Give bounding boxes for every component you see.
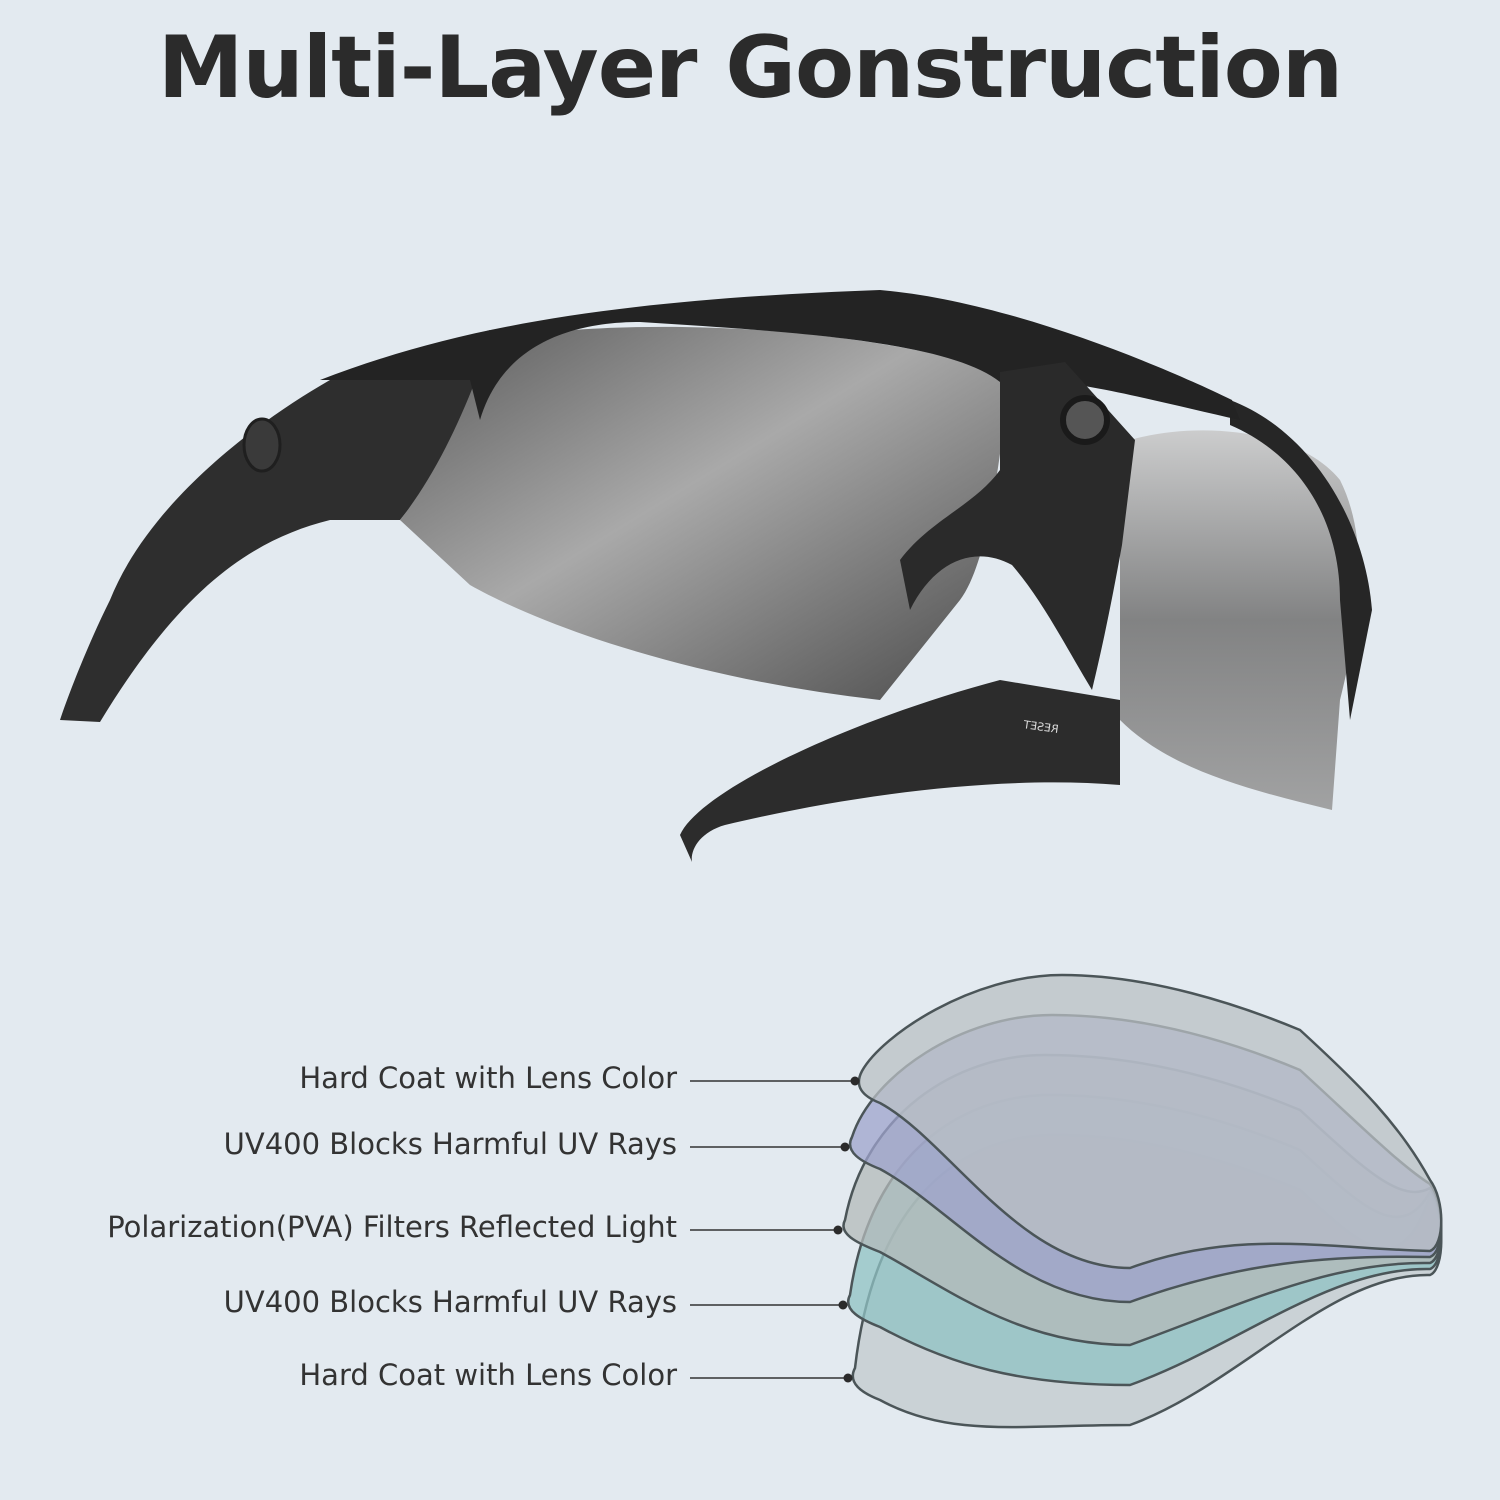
- nose-bridge: [900, 362, 1135, 690]
- reset-marking: RESET: [1022, 718, 1059, 736]
- left-lens: [400, 326, 1010, 700]
- right-frame: [1230, 400, 1372, 720]
- lens-layer-1: [857, 973, 1443, 1270]
- page-title: Multi-Layer Gonstruction: [157, 18, 1343, 118]
- layer-label: Polarization(PVA) Filters Reflected Ligh…: [107, 1210, 677, 1244]
- leader-lines: [690, 1076, 860, 1383]
- leader-dot: [843, 1373, 853, 1383]
- sunglasses-camera-image: RESET: [60, 290, 1372, 862]
- leader-dot: [838, 1300, 848, 1310]
- brow-bar: [320, 290, 1240, 420]
- layer-label: Hard Coat with Lens Color: [299, 1061, 677, 1095]
- leader-dot: [833, 1225, 843, 1235]
- camera-lens-icon: [1060, 395, 1110, 445]
- layer-label: UV400 Blocks Harmful UV Rays: [223, 1127, 677, 1161]
- lens-layer-stack: [842, 973, 1443, 1429]
- right-temple-arm: [680, 680, 1120, 862]
- leader-dot: [840, 1142, 850, 1152]
- left-temple-arm: [60, 330, 490, 722]
- leader-dot: [850, 1076, 860, 1086]
- layer-label: Hard Coat with Lens Color: [299, 1358, 677, 1392]
- layer-label: UV400 Blocks Harmful UV Rays: [223, 1285, 677, 1319]
- right-lens: [1120, 430, 1359, 810]
- temple-button-icon: [242, 417, 282, 473]
